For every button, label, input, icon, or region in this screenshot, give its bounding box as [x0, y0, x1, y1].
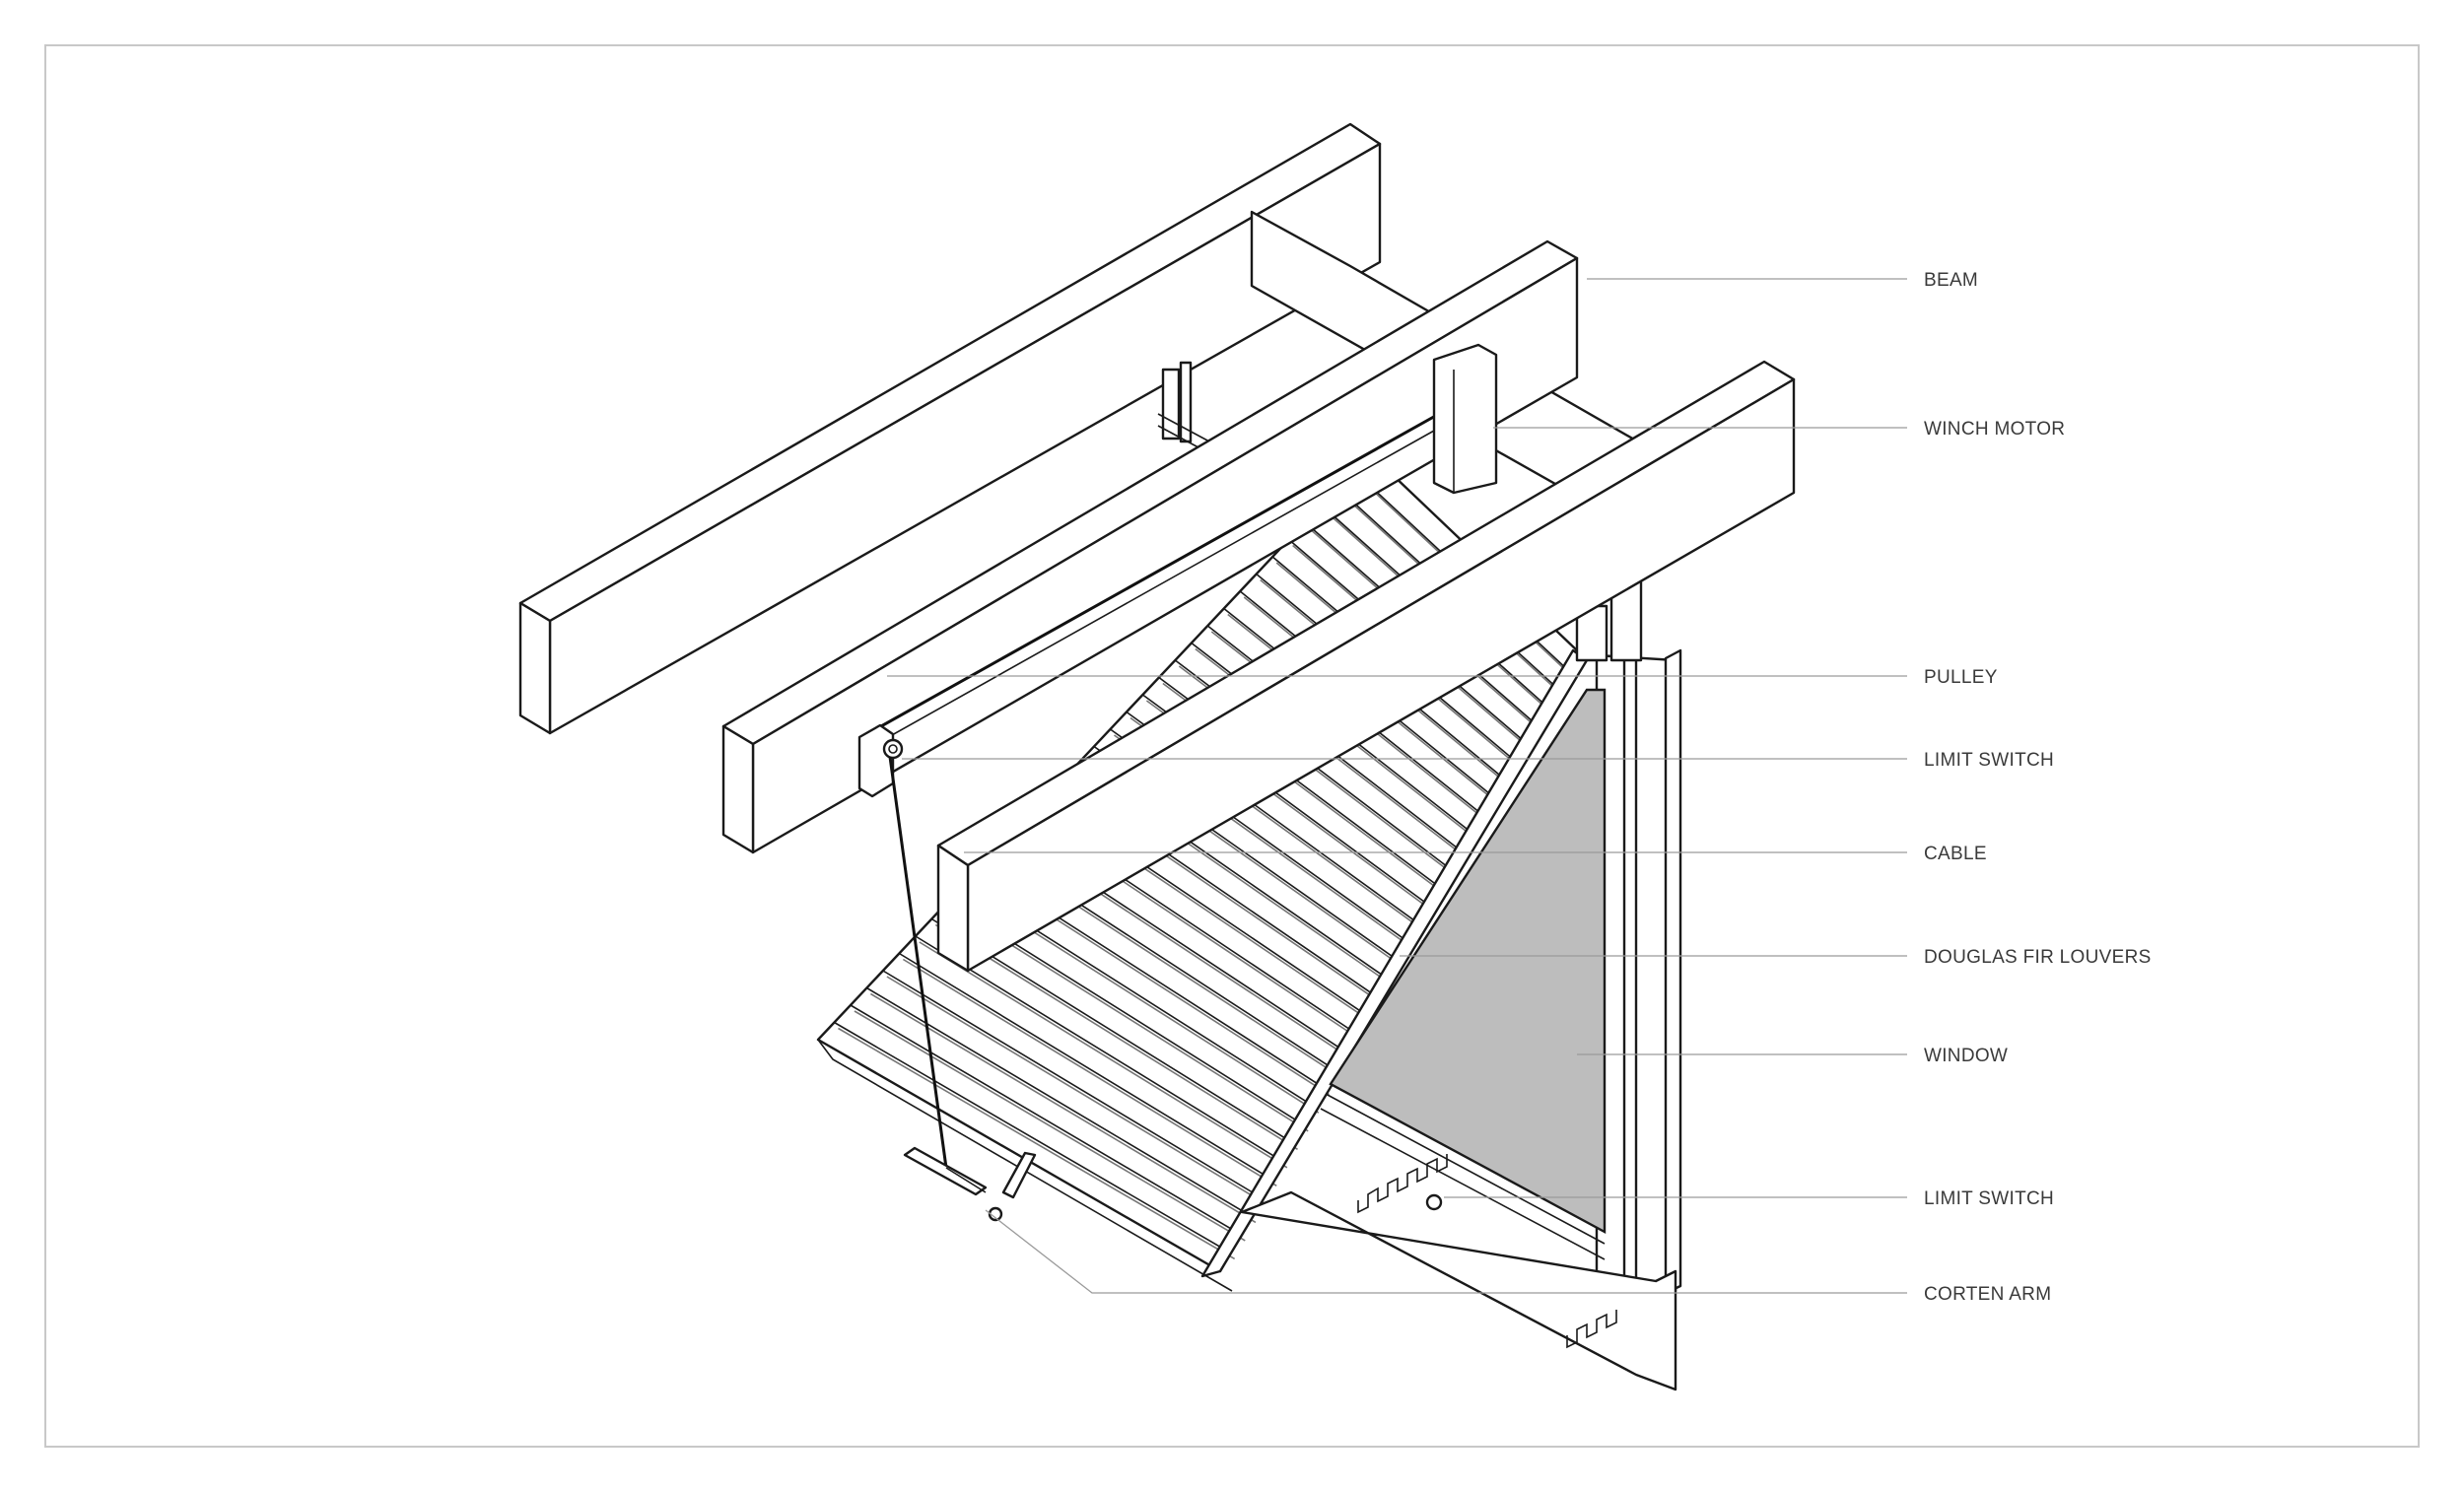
label-window: WINDOW	[1924, 1046, 2008, 1066]
pulley-wheel	[882, 738, 904, 760]
label-winch-motor: WINCH MOTOR	[1924, 419, 2065, 440]
louver-slat-edge	[886, 976, 1266, 1205]
winch-motor-box	[1432, 343, 1498, 495]
leader-lines	[887, 278, 1907, 1294]
louver-slat-edge	[919, 941, 1288, 1169]
window-unit	[1240, 644, 1682, 1391]
label-corten-arm: CORTEN ARM	[1924, 1284, 2051, 1305]
louver-slat-edge	[934, 923, 1298, 1150]
louver-slat-edge	[838, 1027, 1236, 1260]
front-beam	[936, 360, 1796, 973]
louver-slat-edge	[870, 992, 1257, 1224]
label-limit-switch-lower: LIMIT SWITCH	[1924, 1188, 2054, 1209]
cable-drop	[888, 756, 948, 1169]
label-cable: CABLE	[1924, 844, 1987, 864]
louver-slat	[834, 1021, 1232, 1254]
window-glass	[1329, 688, 1607, 1235]
cable-upper-run	[871, 412, 1440, 733]
leader-corten-arm	[985, 1209, 1907, 1294]
drawing-frame	[44, 44, 2420, 1448]
louver-slat	[850, 1004, 1242, 1236]
louver-slat	[866, 986, 1253, 1218]
callout-labels: BEAM WINCH MOTOR PULLEY LIMIT SWITCH CAB…	[1924, 270, 2152, 1305]
rear-beam	[518, 122, 1382, 735]
right-post	[1575, 579, 1643, 662]
louver-slat	[915, 935, 1284, 1163]
corten-arm	[903, 1146, 1037, 1222]
label-beam: BEAM	[1924, 270, 1978, 291]
louver-slat	[882, 970, 1263, 1199]
lower-limit-switch	[1357, 1154, 1617, 1349]
label-pulley: PULLEY	[1924, 667, 1998, 688]
label-limit-switch-upper: LIMIT SWITCH	[1924, 750, 2054, 771]
louver-slat-edge	[902, 958, 1277, 1187]
joist-hanger-1	[1157, 361, 1223, 461]
label-douglas-fir-louvers: DOUGLAS FIR LOUVERS	[1924, 947, 2152, 968]
louver-slat-edge	[854, 1010, 1246, 1242]
middle-beam	[721, 239, 1579, 854]
louver-slat	[898, 952, 1273, 1182]
